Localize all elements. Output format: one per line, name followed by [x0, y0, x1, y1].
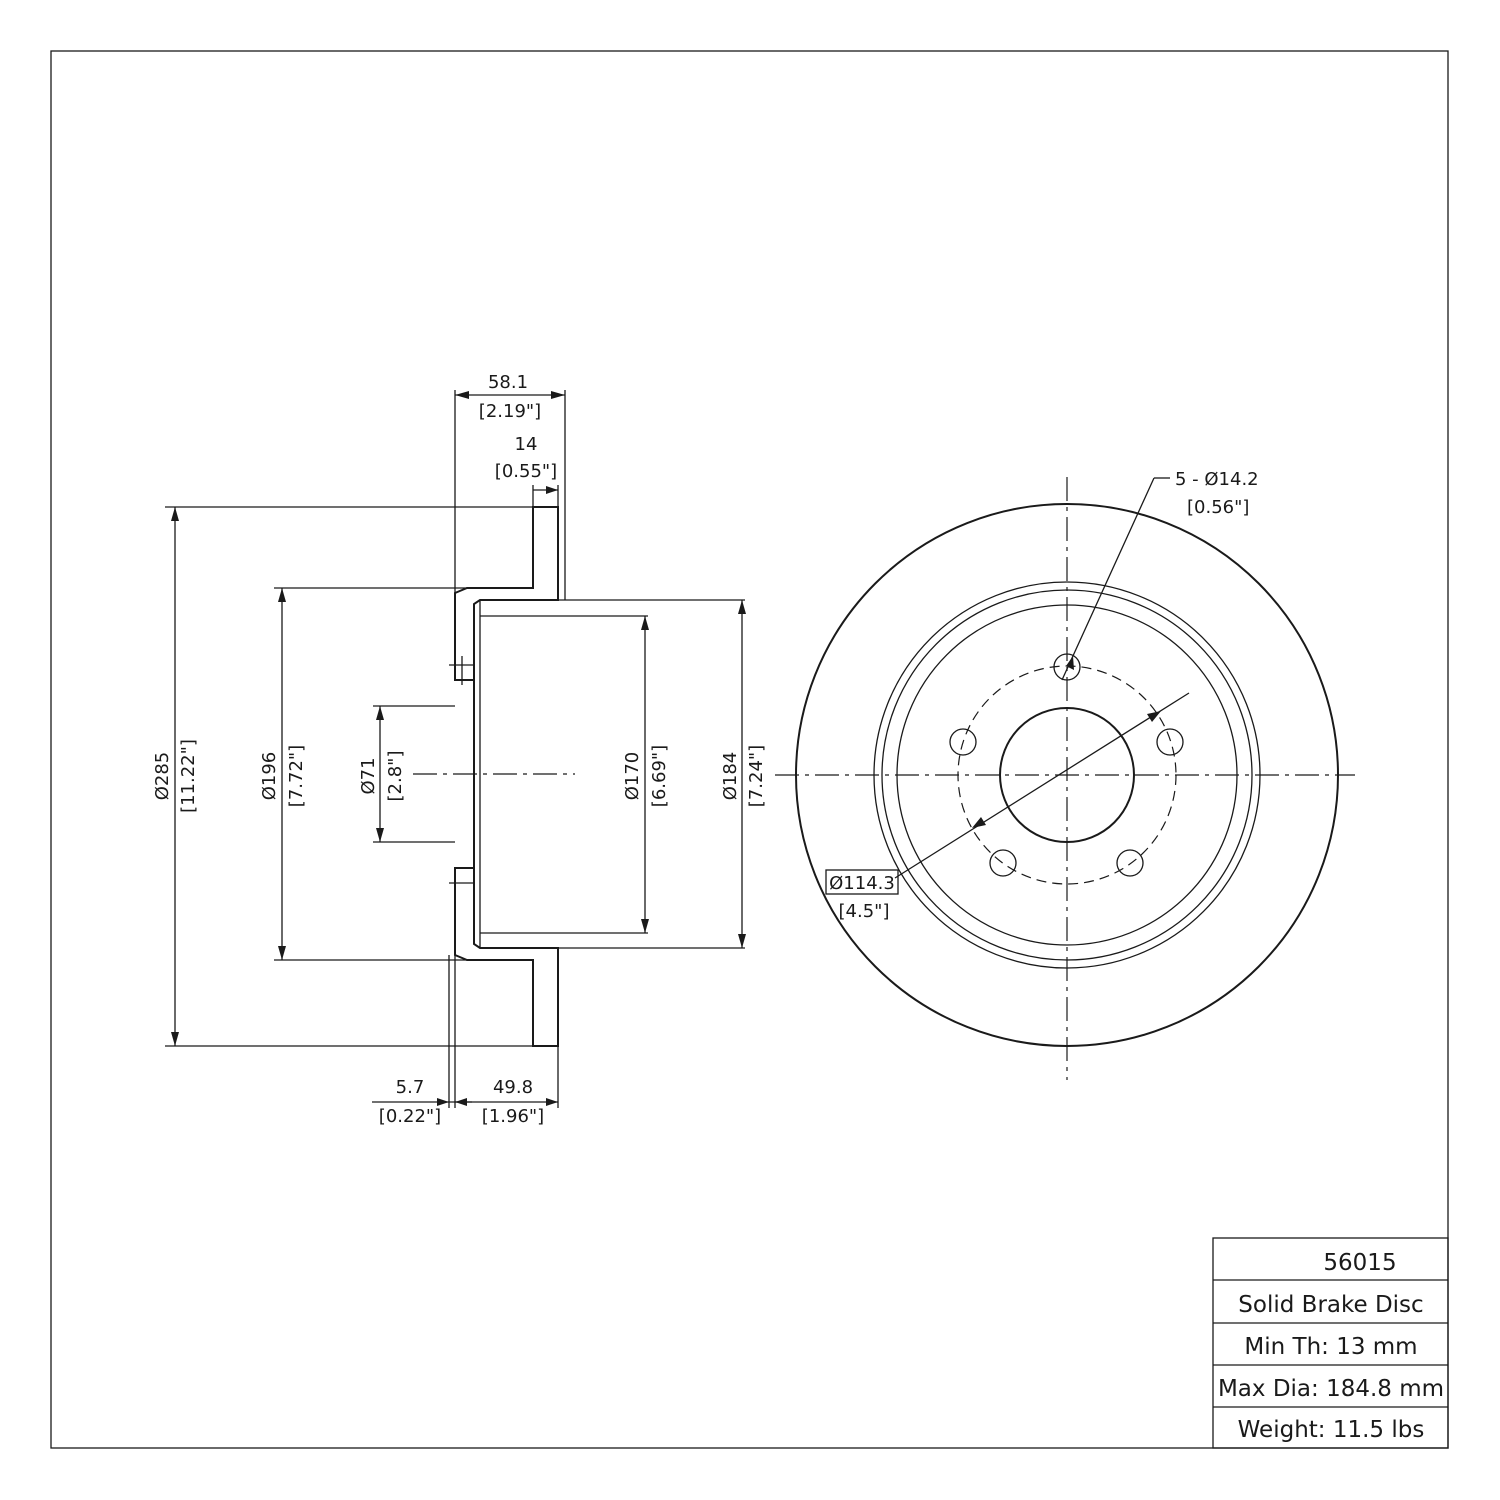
title-block: 56015 Solid Brake Disc Min Th: 13 mm Max… — [1212, 1237, 1449, 1449]
section-view: 58.1 [2.19"] 14 [0.55"] Ø285 [11.22"] Ø1… — [152, 372, 767, 1127]
dim-disc-thickness-inch: [0.55"] — [495, 461, 557, 482]
bolt-holes-inch: [0.56"] — [1187, 497, 1249, 518]
dim-inner-hat-mm: Ø170 — [622, 752, 643, 801]
dim-center-bore-mm: Ø71 — [358, 757, 379, 794]
bolt-holes-mm: 5 - Ø14.2 — [1175, 469, 1259, 490]
description: Solid Brake Disc — [1238, 1292, 1423, 1318]
bolt-hole — [1156, 728, 1184, 756]
dim-outer-diameter-mm: Ø285 — [152, 752, 173, 801]
dim-hat-height-mm: 49.8 — [493, 1077, 533, 1098]
front-view: 5 - Ø14.2 [0.56"] Ø114.3 [4.5"] — [775, 469, 1355, 1080]
bolt-hole — [1116, 849, 1144, 877]
min-thickness: Min Th: 13 mm — [1244, 1334, 1417, 1360]
bolt-circle-label-box — [825, 869, 899, 895]
bolt-circle-inch: [4.5"] — [839, 901, 890, 922]
dim-friction-inner-inch: [7.24"] — [746, 745, 767, 807]
dim-center-bore-inch: [2.8"] — [385, 751, 406, 802]
dim-hat-height-inch: [1.96"] — [482, 1106, 544, 1127]
dim-hat-diameter-inch: [7.72"] — [286, 745, 307, 807]
dim-overall-width-inch: [2.19"] — [479, 401, 541, 422]
max-diameter: Max Dia: 184.8 mm — [1218, 1376, 1444, 1402]
dim-disc-thickness-mm: 14 — [515, 434, 538, 455]
dim-hat-wall-inch: [0.22"] — [379, 1106, 441, 1127]
dim-hat-diameter-mm: Ø196 — [259, 752, 280, 801]
section-hatch-lower — [454, 867, 559, 1047]
bolt-hole — [949, 728, 977, 756]
section-hatch-upper — [454, 506, 559, 681]
dim-outer-diameter-inch: [11.22"] — [178, 739, 199, 813]
weight: Weight: 11.5 lbs — [1238, 1417, 1425, 1443]
dim-inner-hat-inch: [6.69"] — [649, 745, 670, 807]
dim-overall-width-mm: 58.1 — [488, 372, 528, 393]
bolt-circle-mm: Ø114.3 — [829, 873, 895, 894]
bolt-hole — [989, 849, 1017, 877]
part-number: 56015 — [1323, 1250, 1396, 1276]
dim-hat-wall-mm: 5.7 — [396, 1077, 425, 1098]
dim-friction-inner-mm: Ø184 — [720, 752, 741, 801]
drawing-frame — [50, 50, 1449, 1449]
